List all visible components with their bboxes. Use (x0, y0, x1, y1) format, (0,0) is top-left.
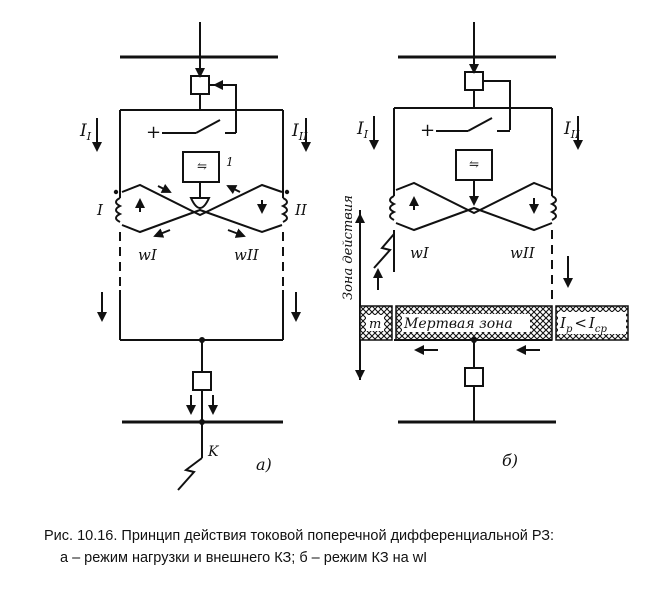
sub-label-a: а) (256, 455, 272, 474)
svg-text:⇋: ⇋ (197, 159, 207, 173)
breaker-a-bottom (192, 371, 212, 391)
plus-sign-a: + (146, 122, 161, 143)
breaker-b-bottom (464, 367, 484, 387)
figure-caption-line-2: а – режим нагрузки и внешнего КЗ; б – ре… (60, 550, 428, 566)
plus-sign-b: + (420, 120, 435, 141)
current-label-1-b: II (356, 119, 369, 141)
zone-of-action-label: Зона действия (341, 195, 356, 300)
dead-zone-label: Мертвая зона (403, 316, 513, 332)
coil-I-b (389, 195, 397, 221)
coil-II-b (549, 195, 557, 221)
fault-lightning-b (373, 233, 395, 269)
sub-label-b: б) (502, 451, 518, 470)
current-label-1-a: II (79, 121, 92, 143)
winding-label-1-b: wI (410, 244, 430, 262)
winding-label-2-b: wII (510, 244, 536, 262)
current-label-2-b: III (563, 119, 580, 141)
coil-II-a (280, 197, 288, 223)
figure-caption-line-1: Рис. 10.16. Принцип действия токовой поп… (44, 528, 555, 544)
winding-label-2-a: wII (234, 246, 260, 264)
winding-label-1-a: wI (138, 246, 158, 264)
svg-text:⇋: ⇋ (469, 157, 479, 171)
breaker-a-top (190, 75, 210, 95)
fault-lightning-a (177, 457, 203, 491)
coil-label-1-a: I (96, 201, 104, 219)
m-zone-label: m (369, 317, 381, 332)
relay-current-condition: Iр<Iср (559, 314, 607, 335)
coil-I-a (115, 197, 123, 223)
coil-label-2-a: II (294, 201, 308, 219)
diagram: + II III ⇋ 1 I II wI wII (79, 22, 629, 491)
diagram-a: + II III ⇋ 1 I II wI wII (79, 22, 311, 491)
current-label-2-a: III (291, 121, 308, 143)
relay-number: 1 (226, 155, 234, 169)
diagram-b: + II III ⇋ wI wII Зона действия m (341, 22, 629, 470)
breaker-b-top (464, 71, 484, 91)
fault-label: K (207, 444, 220, 460)
